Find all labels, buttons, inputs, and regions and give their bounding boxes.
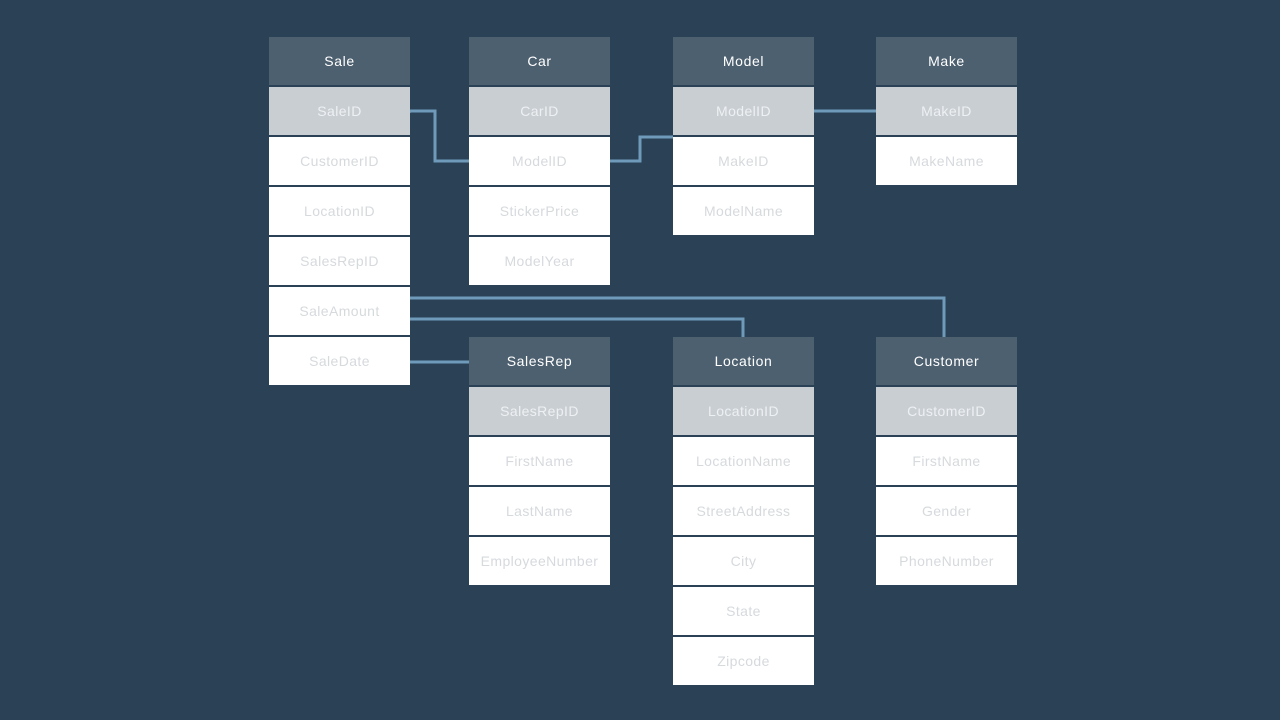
table-sale-title: Sale [269,37,410,85]
table-sale-field-saleamount: SaleAmount [269,287,410,335]
table-sale-pk-saleid: SaleID [269,87,410,135]
table-customer-field-gender: Gender [876,487,1017,535]
table-model-field-makeid: MakeID [673,137,814,185]
table-location-field-state: State [673,587,814,635]
table-location-field-city: City [673,537,814,585]
table-customer: Customer CustomerID FirstName Gender Pho… [876,337,1017,585]
table-salesrep-pk-salesrepid: SalesRepID [469,387,610,435]
table-location-field-zipcode: Zipcode [673,637,814,685]
table-salesrep-field-lastname: LastName [469,487,610,535]
table-customer-title: Customer [876,337,1017,385]
table-car-field-modelyear: ModelYear [469,237,610,285]
connector-car-model [610,135,673,163]
table-car-field-modelid: ModelID [469,137,610,185]
table-car-title: Car [469,37,610,85]
table-sale: Sale SaleID CustomerID LocationID SalesR… [269,37,410,385]
table-location-field-streetaddress: StreetAddress [673,487,814,535]
table-make-pk-makeid: MakeID [876,87,1017,135]
table-location-field-locationname: LocationName [673,437,814,485]
table-model-title: Model [673,37,814,85]
table-sale-field-locationid: LocationID [269,187,410,235]
table-salesrep-title: SalesRep [469,337,610,385]
table-customer-field-phonenumber: PhoneNumber [876,537,1017,585]
table-location-pk-locationid: LocationID [673,387,814,435]
table-make-title: Make [876,37,1017,85]
table-sale-field-saledate: SaleDate [269,337,410,385]
table-car: Car CarID ModelID StickerPrice ModelYear [469,37,610,285]
table-salesrep: SalesRep SalesRepID FirstName LastName E… [469,337,610,585]
table-customer-pk-customerid: CustomerID [876,387,1017,435]
table-car-pk-carid: CarID [469,87,610,135]
table-sale-field-customerid: CustomerID [269,137,410,185]
connector-sale-car [410,109,469,163]
table-sale-field-salesrepid: SalesRepID [269,237,410,285]
table-location-title: Location [673,337,814,385]
table-model-field-modelname: ModelName [673,187,814,235]
table-make-field-makename: MakeName [876,137,1017,185]
table-salesrep-field-firstname: FirstName [469,437,610,485]
table-model: Model ModelID MakeID ModelName [673,37,814,235]
table-customer-field-firstname: FirstName [876,437,1017,485]
table-car-field-stickerprice: StickerPrice [469,187,610,235]
table-make: Make MakeID MakeName [876,37,1017,185]
connector-sale-location [410,317,745,338]
table-salesrep-field-employeenumber: EmployeeNumber [469,537,610,585]
table-location: Location LocationID LocationName StreetA… [673,337,814,685]
table-model-pk-modelid: ModelID [673,87,814,135]
connector-sale-customer [410,296,946,338]
